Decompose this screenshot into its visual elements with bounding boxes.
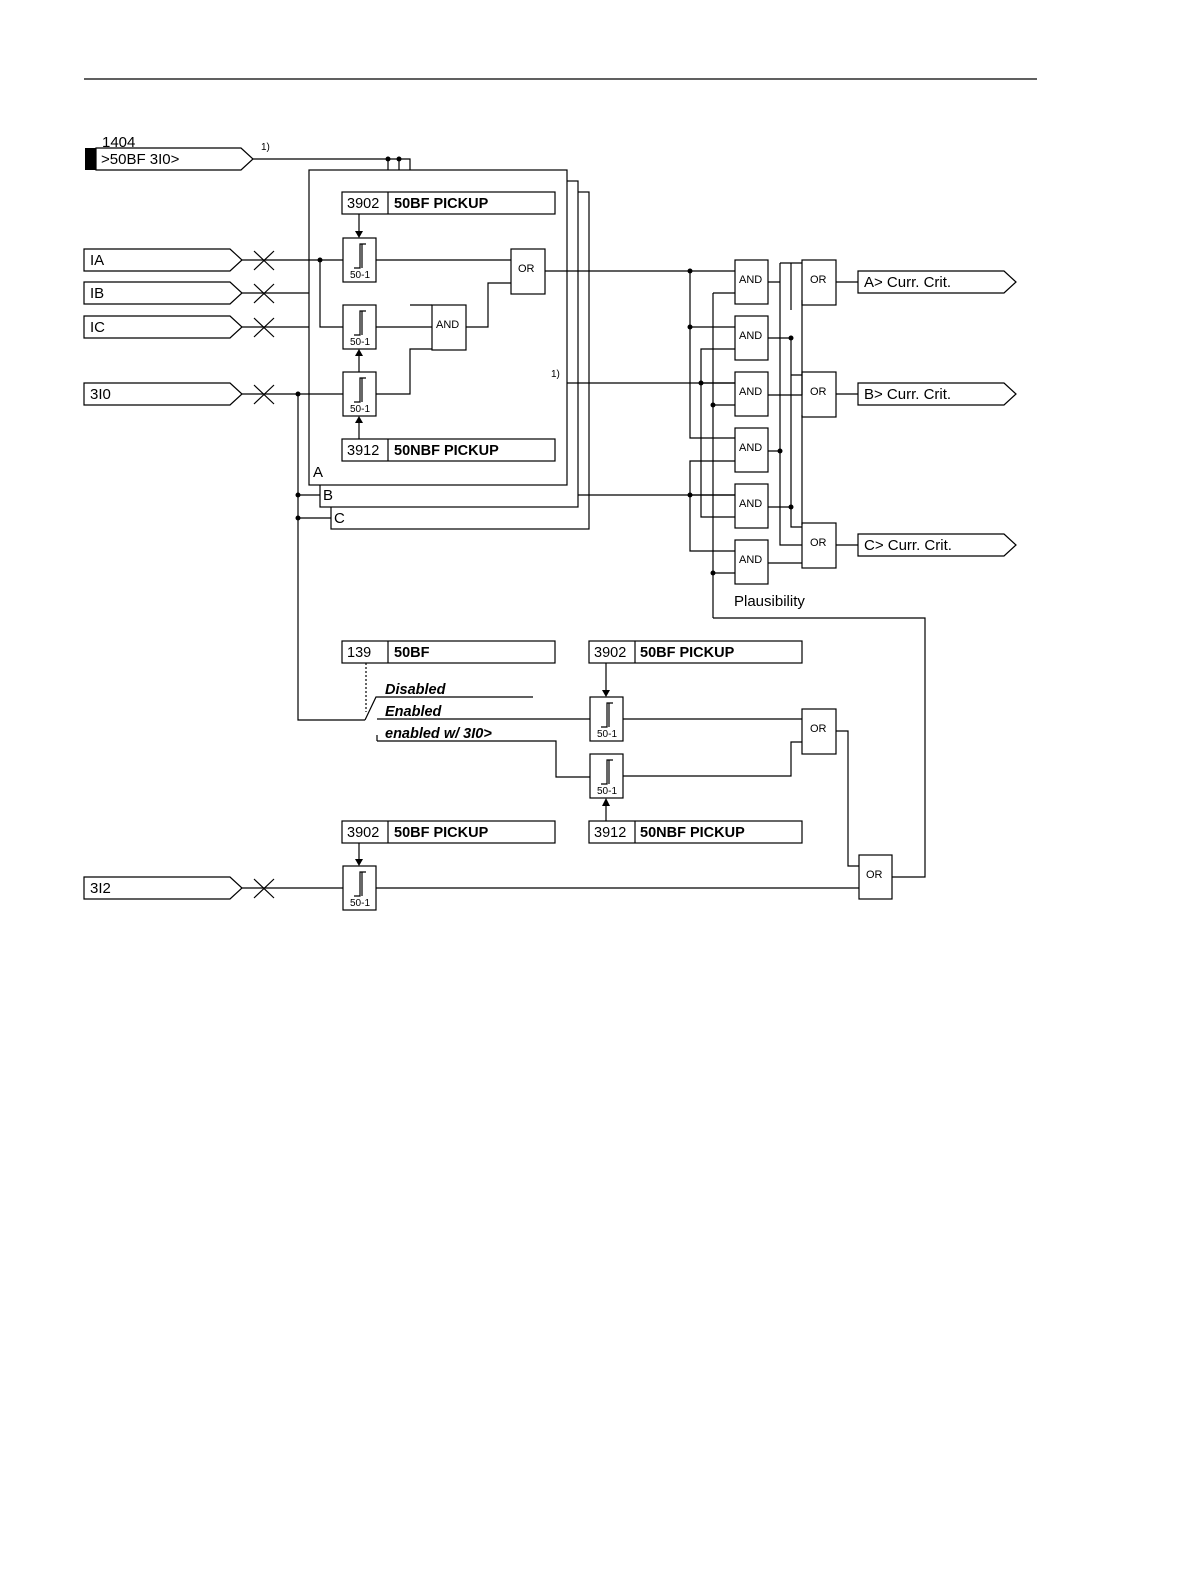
threshold-lower-1: 50-1: [589, 696, 624, 742]
binary-input-marker: [85, 148, 96, 170]
param-number: 3902: [347, 825, 379, 841]
output-b-label: B> Curr. Crit.: [864, 386, 951, 403]
threshold-label: 50-1: [350, 898, 370, 909]
input-ib: IB: [83, 281, 243, 305]
switch-option-enabled-3i0: enabled w/ 3I0>: [385, 726, 492, 742]
param-number: 3912: [347, 443, 379, 459]
input-3i2-label: 3I2: [90, 880, 111, 897]
threshold-3i0: 50-1: [342, 371, 377, 417]
param-name: 50BF: [394, 645, 430, 661]
and-gate-6: AND: [734, 539, 769, 585]
param-number: 3912: [594, 825, 626, 841]
output-c: C> Curr. Crit.: [857, 533, 1017, 557]
param-number: 139: [347, 645, 371, 661]
or-gate-lower: OR: [801, 708, 837, 755]
or-gate-a: OR: [801, 259, 837, 306]
or-gate-b: OR: [801, 371, 837, 418]
binary-input-1404: 1404 >50BF 3I0> 1): [85, 134, 270, 171]
output-a-label: A> Curr. Crit.: [864, 274, 951, 291]
threshold-3i2: 50-1: [342, 865, 377, 911]
cross-icon: [253, 250, 275, 271]
gate-label: OR: [810, 537, 827, 549]
threshold-lower-2: 50-1: [589, 753, 624, 799]
param-name: 50BF PICKUP: [394, 825, 489, 841]
param-name: 50BF PICKUP: [640, 645, 735, 661]
phase-b-label: B: [323, 487, 333, 504]
input-3i0-label: 3I0: [90, 386, 111, 403]
gate-label: AND: [739, 330, 762, 342]
gate-label: AND: [436, 319, 459, 331]
input-ia-label: IA: [90, 252, 104, 269]
input-3i2: 3I2: [83, 876, 243, 900]
gate-label: AND: [739, 498, 762, 510]
binary-input-shape: [95, 147, 254, 171]
gate-label: AND: [739, 554, 762, 566]
gate-label: OR: [810, 386, 827, 398]
and-gate-frame: AND: [431, 304, 467, 351]
switch-option-disabled: Disabled: [385, 682, 447, 698]
and-gate-5: AND: [734, 483, 769, 529]
cross-icon: [253, 384, 275, 405]
gate-label: AND: [739, 442, 762, 454]
footnote-mid: 1): [551, 369, 560, 380]
or-gate-c: OR: [801, 522, 837, 569]
output-c-label: C> Curr. Crit.: [864, 537, 952, 554]
cross-icon: [253, 317, 275, 338]
output-a: A> Curr. Crit.: [857, 270, 1017, 294]
threshold-ib: 50-1: [342, 304, 377, 350]
or-gate-final: OR: [858, 854, 893, 900]
param-3902-mid: 3902 50BF PICKUP: [588, 640, 803, 664]
param-3902-low: 3902 50BF PICKUP: [341, 820, 556, 844]
binary-input-label: >50BF 3I0>: [101, 151, 180, 168]
threshold-label: 50-1: [597, 729, 617, 740]
param-139: 139 50BF: [341, 640, 556, 664]
gate-label: OR: [518, 263, 535, 275]
phase-c-label: C: [334, 510, 345, 527]
threshold-label: 50-1: [350, 404, 370, 415]
cross-icon: [253, 878, 275, 899]
param-name: 50NBF PICKUP: [394, 443, 499, 459]
param-number: 3902: [594, 645, 626, 661]
threshold-label: 50-1: [350, 337, 370, 348]
param-3912-top: 3912 50NBF PICKUP: [341, 438, 556, 462]
threshold-label: 50-1: [597, 786, 617, 797]
threshold-ia: 50-1: [342, 237, 377, 283]
threshold-label: 50-1: [350, 270, 370, 281]
or-gate-frame: OR: [510, 248, 546, 295]
input-ic: IC: [83, 315, 243, 339]
and-gate-4: AND: [734, 427, 769, 473]
output-b: B> Curr. Crit.: [857, 382, 1017, 406]
gate-label: AND: [739, 274, 762, 286]
and-gate-2: AND: [734, 315, 769, 361]
gate-label: OR: [810, 274, 827, 286]
and-gate-3: AND: [734, 371, 769, 417]
input-3i0: 3I0: [83, 382, 243, 406]
input-ia: IA: [83, 248, 243, 272]
input-ic-label: IC: [90, 319, 105, 336]
plausibility-label: Plausibility: [734, 593, 805, 610]
param-3912-low: 3912 50NBF PICKUP: [588, 820, 803, 844]
and-gate-1: AND: [734, 259, 769, 305]
gate-label: OR: [810, 723, 827, 735]
param-name: 50NBF PICKUP: [640, 825, 745, 841]
phase-a-label: A: [313, 464, 323, 481]
cross-icon: [253, 283, 275, 304]
binary-input-number: 1404: [102, 134, 135, 151]
gate-label: OR: [866, 869, 883, 881]
switch-option-enabled: Enabled: [385, 704, 443, 720]
param-name: 50BF PICKUP: [394, 196, 489, 212]
gate-label: AND: [739, 386, 762, 398]
param-3902-top: 3902 50BF PICKUP: [341, 191, 556, 215]
param-number: 3902: [347, 196, 379, 212]
input-ib-label: IB: [90, 285, 104, 302]
footnote-top: 1): [261, 142, 270, 153]
